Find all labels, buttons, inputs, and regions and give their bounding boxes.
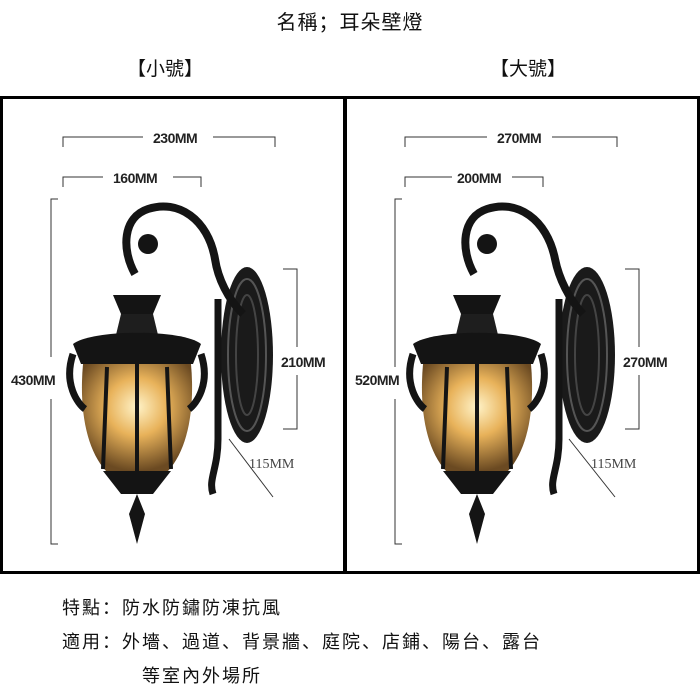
dim-height-plate: 270MM [623,354,667,370]
panel-small: 230MM 160MM 430MM 210MM 115MM [0,96,346,574]
dim-height-total: 430MM [11,372,55,388]
usage-label: 適用： [62,632,122,653]
dimension-lines [394,136,640,545]
lamp-illustration [66,202,273,544]
usage-line2: 等室內外場所 [142,666,262,687]
dim-width-total: 270MM [497,130,541,146]
usage-row: 適用：外墻、過道、背景牆、庭院、店鋪、陽台、露台 [62,628,542,654]
dim-height-plate: 210MM [281,354,325,370]
dim-width-lamp: 200MM [457,170,501,186]
size-label-small: 【小號】 [127,58,204,80]
features-label: 特點： [62,598,122,619]
features-value: 防水防鏽防凍抗風 [122,598,282,619]
lamp-diagram-large: 270MM 200MM 520MM 270MM 115MM [355,130,668,545]
size-label-large: 【大號】 [490,58,567,80]
dim-width-lamp: 160MM [113,170,157,186]
dim-width-total: 230MM [153,130,197,146]
usage-row-continued: 等室內外場所 [142,662,262,688]
usage-line1: 外墻、過道、背景牆、庭院、店鋪、陽台、露台 [122,632,542,653]
lamp-illustration [406,202,615,544]
page-title: 名稱；耳朵壁燈 [276,10,424,34]
panel-large: 270MM 200MM 520MM 270MM 115MM [344,96,700,574]
dim-height-total: 520MM [355,372,399,388]
dim-depth: 115MM [249,457,295,472]
lamp-diagram-small: 230MM 160MM 430MM 210MM 115MM [11,130,326,545]
features-row: 特點：防水防鏽防凍抗風 [62,594,282,620]
dim-depth: 115MM [591,457,637,472]
dimension-lines [50,136,298,545]
